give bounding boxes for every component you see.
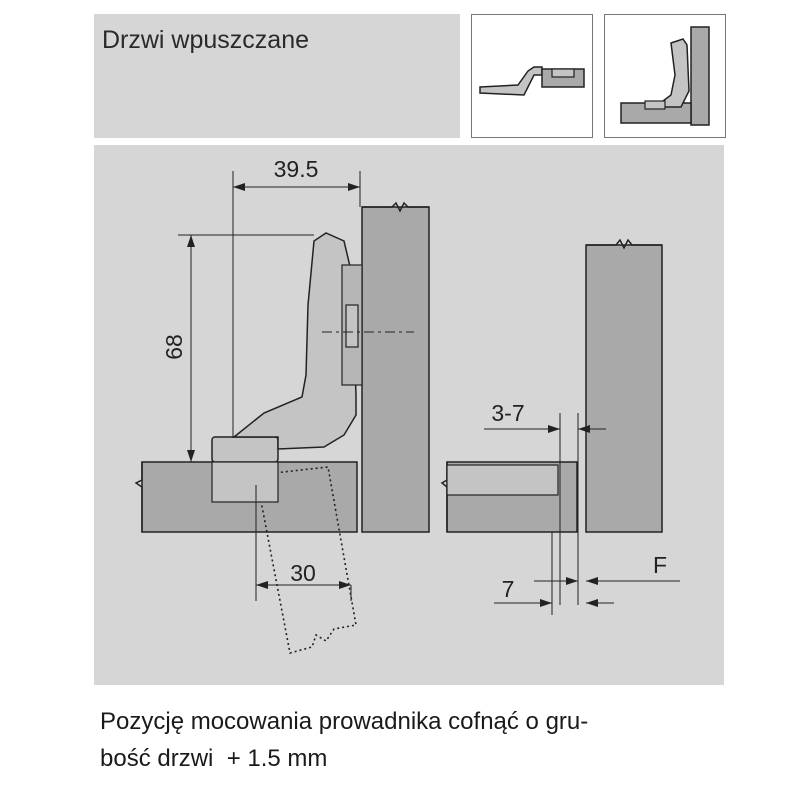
title-box: Drzwi wpuszczane bbox=[94, 14, 460, 138]
door-panel-right bbox=[440, 461, 578, 533]
dim-gap-range-label: 3-7 bbox=[491, 400, 524, 426]
dimension-offset: 7 bbox=[494, 532, 614, 615]
dim-f-label: F bbox=[653, 552, 667, 578]
hinge-cup-dotted bbox=[211, 461, 357, 654]
dimension-width-top: 39.5 bbox=[232, 156, 361, 437]
note-line-1: Pozycję mocowania prowadnika cofnąć o gr… bbox=[100, 708, 589, 735]
dim-cup-width-label: 30 bbox=[290, 560, 316, 586]
cabinet-side-panel-right bbox=[585, 238, 663, 533]
dim-offset-label: 7 bbox=[502, 576, 515, 602]
door-panel-left bbox=[134, 461, 358, 533]
hinge-inset-door-thumbnail bbox=[604, 14, 726, 138]
note-line-2: bość drzwi + 1.5 mm bbox=[100, 745, 328, 772]
page-title: Drzwi wpuszczane bbox=[102, 26, 310, 54]
hinge-arm bbox=[211, 232, 414, 463]
dim-width-top-label: 39.5 bbox=[274, 156, 319, 182]
cabinet-side-panel bbox=[361, 201, 430, 533]
dimension-height-left: 68 bbox=[161, 234, 314, 463]
diagram-panel: 39.5 68 30 bbox=[94, 145, 724, 685]
hinge-diagram: 39.5 68 30 bbox=[134, 156, 680, 654]
dimension-gap-range: 3-7 bbox=[484, 400, 606, 605]
dim-height-left-label: 68 bbox=[161, 334, 187, 360]
dimension-f: F bbox=[534, 552, 680, 585]
hinge-side-view-thumbnail bbox=[471, 14, 593, 138]
instruction-note: Pozycję mocowania prowadnika cofnąć o gr… bbox=[100, 703, 740, 777]
dimension-cup-width: 30 bbox=[255, 485, 352, 601]
